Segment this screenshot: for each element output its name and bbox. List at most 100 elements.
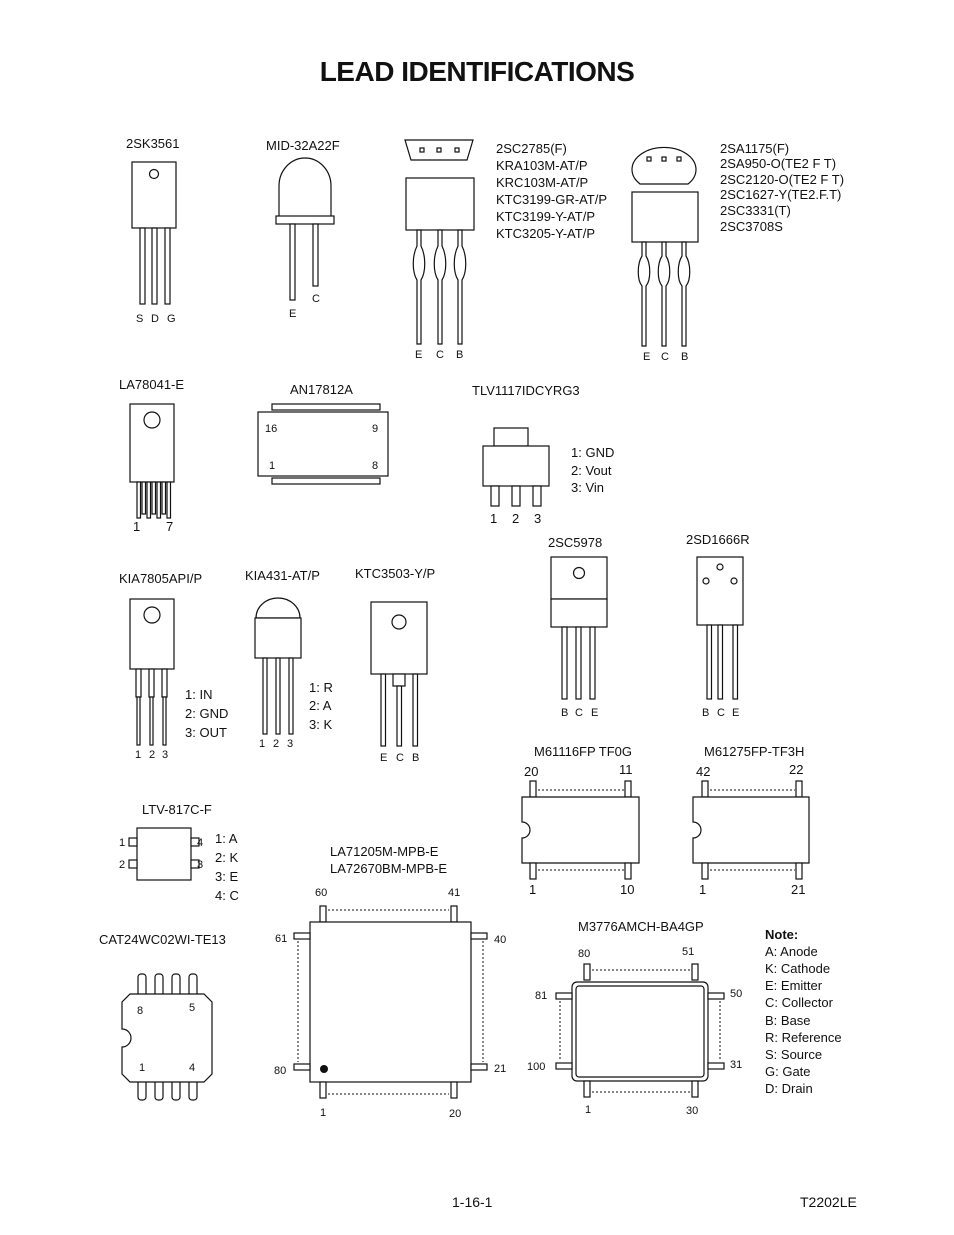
legend-line: 2: Vout	[571, 463, 612, 478]
corner-lead	[450, 905, 458, 923]
lead	[396, 685, 403, 747]
legend-line: 1: GND	[571, 445, 614, 460]
pin-label: C	[661, 351, 669, 363]
lead	[162, 696, 167, 746]
corner-lead	[707, 1062, 725, 1070]
pin-label: 1	[135, 749, 141, 761]
part-ktc3503: KTC3503-Y/P E C B	[355, 566, 435, 764]
part-label: 2SC5978	[548, 535, 602, 550]
legend-line: 3: K	[309, 717, 332, 732]
lead-bend	[148, 668, 155, 698]
part-label: AN17812A	[290, 382, 353, 397]
lead	[141, 481, 147, 515]
pin-label: E	[289, 308, 296, 320]
body	[631, 191, 699, 243]
part-label: 2SA950-O(TE2 F T)	[720, 156, 836, 171]
pin-label: C	[312, 293, 320, 305]
pin-label: 40	[494, 934, 506, 946]
pin-label: E	[591, 707, 598, 719]
tab	[493, 427, 529, 447]
legend-line: 1: A	[215, 831, 238, 846]
note-item: S: Source	[765, 1047, 822, 1062]
pin-label: 80	[578, 948, 590, 960]
mount-hole	[702, 577, 710, 585]
part-label: LTV-817C-F	[142, 802, 212, 817]
note-item: G: Gate	[765, 1064, 811, 1079]
pin-label: B	[561, 707, 568, 719]
legend-line: 3: E	[215, 869, 238, 884]
lead	[146, 481, 152, 519]
part-2sk3561: 2SK3561 S D G	[126, 136, 180, 325]
part-label: LA72670BM-MPB-E	[330, 861, 447, 876]
pin-label: 1	[259, 738, 265, 750]
pin-label: 31	[730, 1059, 742, 1071]
corner-lead	[701, 862, 709, 880]
lead	[164, 227, 171, 305]
legend-line: 3: OUT	[185, 725, 227, 740]
part-cat24wc02: CAT24WC02WI-TE13 8 5 1 4	[99, 932, 226, 1101]
note-item: K: Cathode	[765, 961, 830, 976]
part-label: KRC103M-AT/P	[496, 175, 588, 190]
pin-label: 2	[273, 738, 279, 750]
part-2sc5978: 2SC5978 B C E	[548, 535, 608, 719]
pin-label: 2	[119, 859, 125, 871]
lead	[136, 481, 142, 519]
pin-label: C	[396, 752, 404, 764]
pin-label: 51	[682, 946, 694, 958]
dip4-body	[136, 827, 192, 881]
part-label: 2SC1627-Y(TE2.F.T)	[720, 187, 841, 202]
qfp-inner	[575, 985, 705, 1078]
part-label: 2SC3708S	[720, 219, 783, 234]
legend-line: 3: Vin	[571, 480, 604, 495]
pin-label: 11	[619, 762, 633, 777]
lead	[657, 241, 671, 347]
pin-label: 16	[265, 423, 277, 435]
pin-label: 1	[119, 837, 125, 849]
legend-line: 1: R	[309, 680, 333, 695]
part-la78041-e: LA78041-E 1 7	[119, 377, 184, 534]
lead	[717, 624, 724, 700]
sop-body	[692, 796, 810, 864]
pin-dot	[646, 156, 652, 162]
pin-label: B	[456, 349, 463, 361]
lead	[275, 657, 281, 735]
lead	[380, 673, 387, 747]
lead	[161, 481, 167, 515]
corner-lead	[529, 780, 537, 798]
note-legend: Note: A: Anode K: Cathode E: Emitter C: …	[765, 927, 842, 1096]
pin-label: E	[643, 351, 650, 363]
pin-label: 2	[512, 511, 519, 526]
pin-label: 1	[133, 519, 140, 534]
part-label: KTC3199-GR-AT/P	[496, 192, 607, 207]
lead	[166, 481, 172, 519]
lead	[149, 696, 154, 746]
legend-line: 2: K	[215, 850, 238, 865]
note-item: C: Collector	[765, 995, 834, 1010]
to220-body	[550, 598, 608, 628]
note-item: E: Emitter	[765, 978, 823, 993]
lead	[637, 241, 651, 347]
part-label: KTC3503-Y/P	[355, 566, 435, 581]
lead	[412, 229, 426, 345]
sop-body	[521, 796, 640, 864]
corner-lead	[691, 963, 699, 981]
body	[405, 177, 475, 231]
corner-lead	[795, 862, 803, 880]
part-label: TLV1117IDCYRG3	[472, 383, 580, 398]
page-title: LEAD IDENTIFICATIONS	[319, 56, 635, 87]
pin-label: 9	[372, 423, 378, 435]
led-dome	[278, 157, 332, 223]
note-item: B: Base	[765, 1013, 811, 1028]
lead	[490, 485, 500, 507]
part-m61116fp: M61116FP TF0G 20 11 1 10	[521, 744, 640, 897]
pin-dot	[419, 147, 425, 153]
pin1-marker	[320, 1065, 328, 1073]
lead	[289, 223, 296, 301]
pin-label: 4	[197, 837, 203, 849]
part-label: M61275FP-TF3H	[704, 744, 804, 759]
part-ltv-817c-f: LTV-817C-F 1 2 3 4 1: A 2: K 3: E 4: C	[119, 802, 239, 903]
part-label: 2SC3331(T)	[720, 203, 791, 218]
lead	[433, 229, 447, 345]
pin-label: 80	[274, 1065, 286, 1077]
note-item: A: Anode	[765, 944, 818, 959]
